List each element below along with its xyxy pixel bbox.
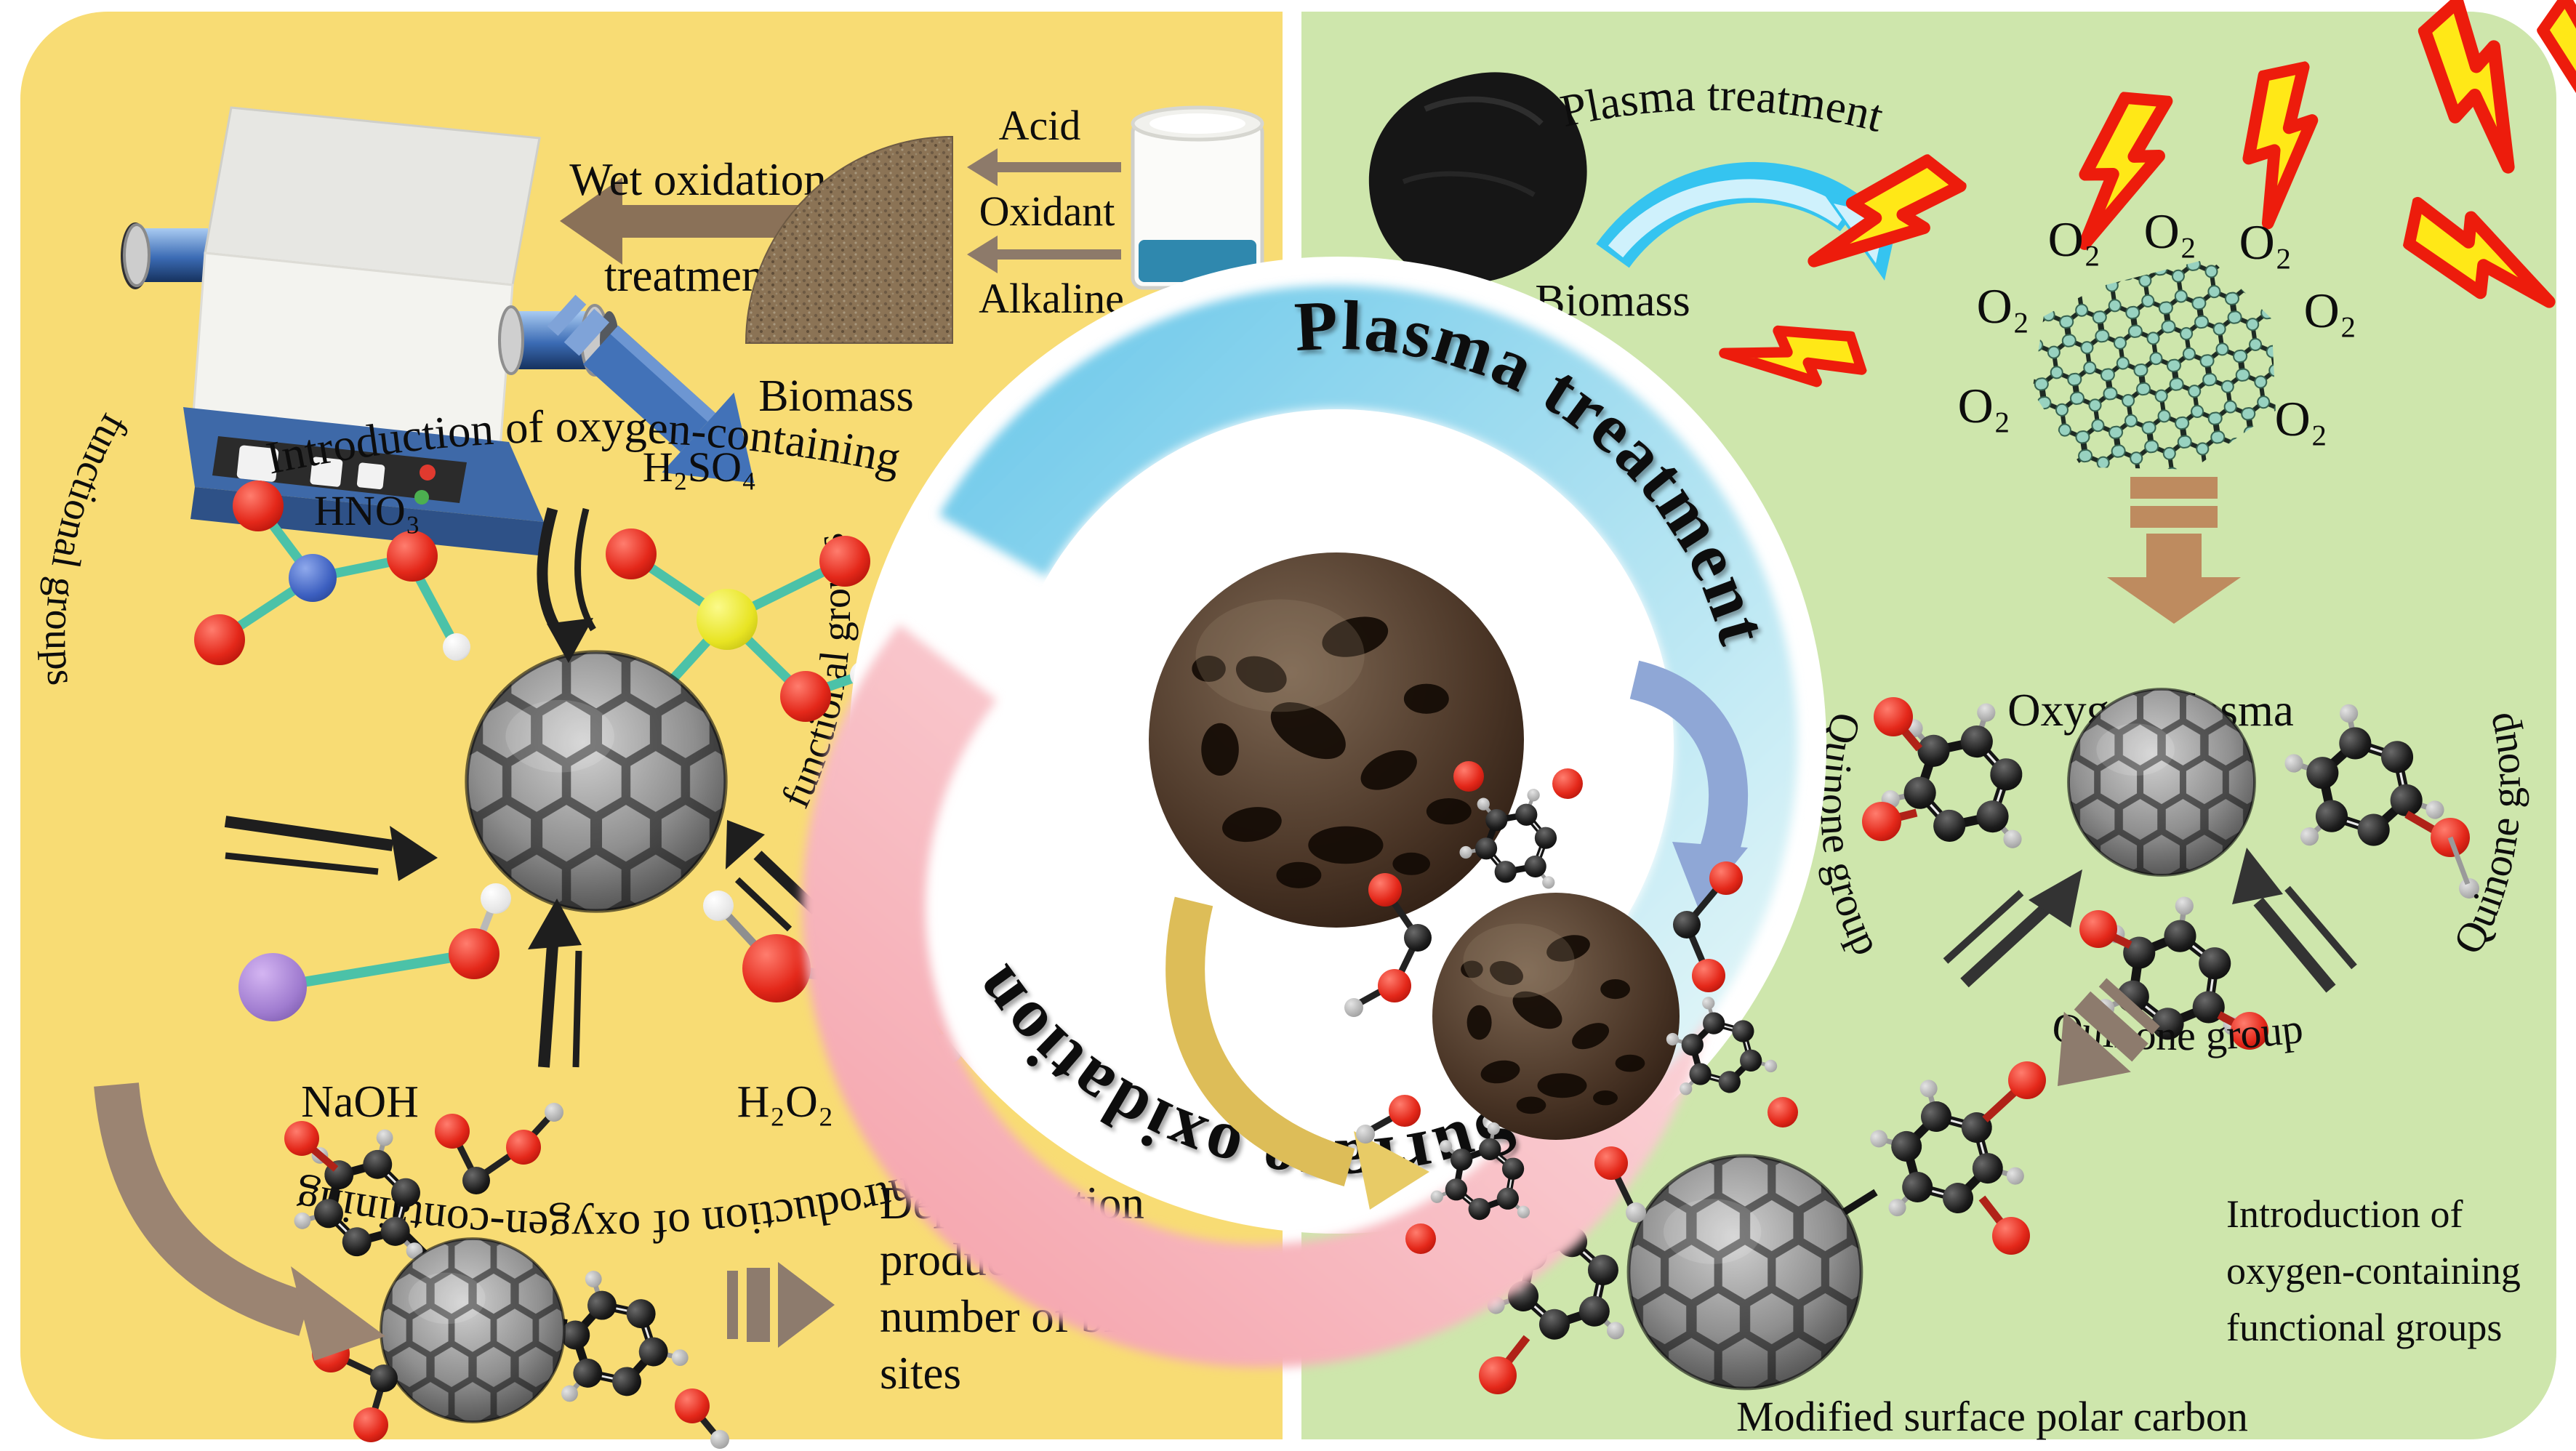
cluster-arrowheads [390, 618, 765, 949]
o2-label: O₂ [1977, 278, 2030, 334]
hno3-molecule [194, 481, 470, 665]
o2-label: O₂ [2048, 212, 2101, 267]
quinone-molecules [1862, 681, 2479, 1050]
carbon-sphere-left-cluster [467, 652, 726, 911]
down-arrow-icon [2107, 477, 2241, 624]
o2-label: O₂ [1958, 378, 2011, 433]
svg-text:sites: sites [880, 1348, 961, 1399]
oxidant-label: Oxidant [979, 188, 1115, 235]
reagent-arrowhead-1 [967, 148, 998, 186]
o2-label: O₂ [2144, 204, 2197, 259]
intro-right-text: Introduction of oxygen-containing functi… [2226, 1192, 2521, 1349]
porous-carbon-sphere-raw [1149, 552, 1524, 928]
biomass-label-left: Biomass [758, 371, 914, 421]
o2-labels: O₂ O₂ O₂ O₂ O₂ O₂ O₂ [1958, 204, 2357, 446]
hno3-label: HNO₃ [314, 487, 420, 534]
svg-text:functional groups: functional groups [2226, 1306, 2502, 1349]
alkaline-label: Alkaline [979, 275, 1124, 322]
surface-functional-groups [1344, 761, 1798, 1254]
biomass-powder-image [1368, 72, 1587, 284]
furnace-output-arrow-icon [547, 294, 755, 483]
modified-carbon-label: Modified surface polar carbon [1736, 1393, 2248, 1440]
tube-furnace-icon [121, 106, 619, 555]
cycle-arrow-gold [1165, 896, 1355, 1186]
beaker-icon [1131, 105, 1264, 290]
h2so4-label: H₂SO₄ [643, 443, 756, 491]
curved-arrow-to-product [94, 1082, 312, 1336]
o2-label: O₂ [2275, 391, 2328, 446]
naoh-molecule [238, 883, 511, 1021]
svg-text:oxygen-containing: oxygen-containing [2226, 1249, 2521, 1293]
graphene-sheet-image [2032, 258, 2276, 470]
porous-carbon-sphere-functionalized [1432, 893, 1680, 1140]
quinone-arrows [1943, 885, 2357, 993]
reagent-arrows [993, 162, 1121, 260]
cluster-arrows [224, 507, 820, 1068]
center-cycle-diagram: Plasma treatment Surface oxidation [801, 257, 1826, 1368]
cycle-arrow-gold-head [1354, 1131, 1429, 1210]
wet-oxidation-arrow-icon [560, 177, 622, 265]
wet-oxidation-label-line2: treatment [604, 250, 777, 301]
acid-label: Acid [999, 102, 1081, 149]
wet-oxidation-label-line1: Wet oxidation [569, 154, 827, 205]
cycle-arrow-blue [1629, 660, 1749, 859]
biomass-sample-image [745, 135, 953, 344]
quinone-arrowheads [2029, 848, 2283, 928]
svg-text:Introduction of: Introduction of [2226, 1192, 2463, 1236]
modified-carbon-cluster [1479, 1061, 2046, 1394]
o2-label: O₂ [2304, 283, 2357, 338]
naoh-label: NaOH [301, 1077, 419, 1127]
reagent-arrowhead-2 [967, 236, 998, 273]
carbon-sphere-right-cluster [2069, 689, 2255, 875]
h2o2-label: H₂O₂ [737, 1077, 834, 1127]
curved-arrowhead [291, 1266, 385, 1361]
o2-label: O₂ [2239, 214, 2292, 270]
